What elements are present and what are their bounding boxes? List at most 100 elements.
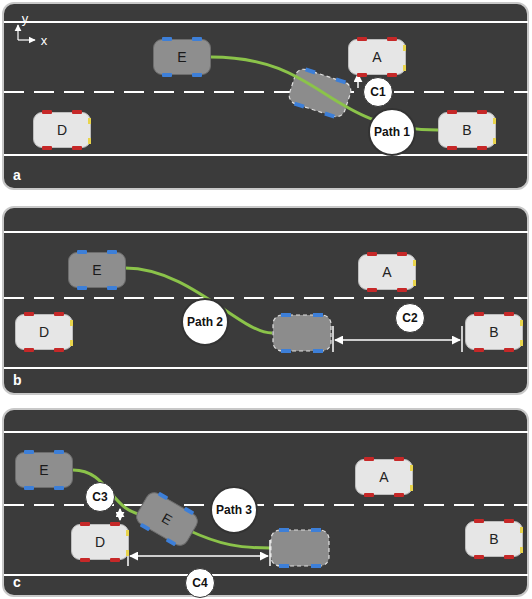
- headlight: [403, 65, 406, 71]
- wheel: [474, 555, 484, 559]
- wheel: [477, 110, 487, 114]
- ego-vehicle: E: [15, 452, 73, 488]
- vehicle: B: [465, 314, 523, 350]
- headlight: [410, 465, 413, 471]
- wheel: [54, 348, 64, 352]
- vehicle-label: E: [177, 49, 186, 65]
- path-label: Path 1: [374, 126, 410, 139]
- axis-label: y: [22, 11, 29, 26]
- ego-vehicle: E: [68, 252, 126, 288]
- wheel: [42, 110, 52, 114]
- wheel: [24, 486, 34, 490]
- vehicle: B: [465, 521, 523, 557]
- vehicle-label: E: [39, 462, 48, 478]
- wheel: [364, 457, 374, 461]
- scenario-panel: c E A E D Path 3 B: [2, 408, 529, 597]
- vehicle: A: [358, 254, 416, 290]
- wheel: [504, 348, 514, 352]
- vehicle-label: A: [379, 469, 388, 485]
- wheel: [474, 348, 484, 352]
- wheel: [72, 110, 82, 114]
- panel-letter: b: [13, 372, 22, 388]
- headlight: [520, 340, 523, 346]
- headlight: [403, 45, 406, 51]
- headlight: [70, 320, 73, 326]
- wheel: [54, 312, 64, 316]
- wheel: [110, 558, 120, 562]
- wheel: [72, 146, 82, 150]
- wheel: [397, 252, 407, 256]
- path-callout: Path 1: [368, 108, 416, 156]
- vehicle-label: D: [39, 324, 49, 340]
- wheel: [192, 73, 202, 77]
- vehicle-label: A: [372, 49, 381, 65]
- wheel: [77, 286, 87, 290]
- wheel: [504, 555, 514, 559]
- wheel: [162, 37, 172, 41]
- clearance-label: C3: [85, 482, 115, 512]
- vehicle-label: E: [159, 510, 175, 529]
- wheel: [107, 250, 117, 254]
- wheel: [24, 348, 34, 352]
- headlight: [126, 550, 129, 556]
- clearance-label: C4: [185, 568, 215, 598]
- scenario-panel: a E A D Path 1 B: [2, 2, 529, 190]
- wheel: [394, 493, 404, 497]
- vehicle: D: [71, 524, 129, 560]
- headlight: [88, 138, 91, 144]
- wheel: [357, 37, 367, 41]
- wheel: [447, 146, 457, 150]
- panel-letter: c: [13, 574, 21, 590]
- wheel: [166, 538, 177, 546]
- wheel: [192, 37, 202, 41]
- vehicle-label: B: [462, 122, 471, 138]
- ego-vehicle: E: [133, 489, 201, 549]
- wheel: [107, 286, 117, 290]
- path-callout: Path 2: [181, 298, 229, 346]
- headlight: [410, 485, 413, 491]
- wheel: [504, 312, 514, 316]
- vehicle: D: [33, 112, 91, 148]
- wheel: [184, 507, 195, 515]
- wheel: [394, 457, 404, 461]
- clearance-label: C1: [363, 77, 393, 107]
- vehicle-label: B: [489, 324, 498, 340]
- vehicle-label: D: [95, 534, 105, 550]
- wheel: [80, 558, 90, 562]
- wheel: [110, 522, 120, 526]
- wheel: [447, 110, 457, 114]
- path-callout: Path 3: [210, 486, 258, 534]
- wheel: [387, 73, 397, 77]
- path-label: Path 2: [187, 316, 223, 329]
- panel-letter: a: [13, 167, 21, 183]
- headlight: [413, 260, 416, 266]
- wheel: [54, 486, 64, 490]
- headlight: [493, 138, 496, 144]
- wheel: [364, 493, 374, 497]
- wheel: [367, 252, 377, 256]
- headlight: [70, 340, 73, 346]
- wheel: [158, 492, 169, 500]
- ego-vehicle: E: [153, 39, 211, 75]
- vehicle-label: D: [57, 122, 67, 138]
- headlight: [520, 320, 523, 326]
- vehicle-label: B: [489, 531, 498, 547]
- wheel: [54, 450, 64, 454]
- vehicle-label: E: [92, 262, 101, 278]
- headlight: [520, 527, 523, 533]
- axis-label: x: [41, 33, 48, 48]
- headlight: [413, 280, 416, 286]
- headlight: [520, 547, 523, 553]
- vehicle: B: [438, 112, 496, 148]
- wheel: [357, 73, 367, 77]
- headlight: [493, 118, 496, 124]
- wheel: [367, 288, 377, 292]
- path-label: Path 3: [216, 504, 252, 517]
- wheel: [140, 523, 151, 531]
- vehicle: D: [15, 314, 73, 350]
- wheel: [24, 450, 34, 454]
- scenario-panel: b E A D Path 2 B: [2, 206, 529, 395]
- headlight: [126, 530, 129, 536]
- vehicle: A: [348, 39, 406, 75]
